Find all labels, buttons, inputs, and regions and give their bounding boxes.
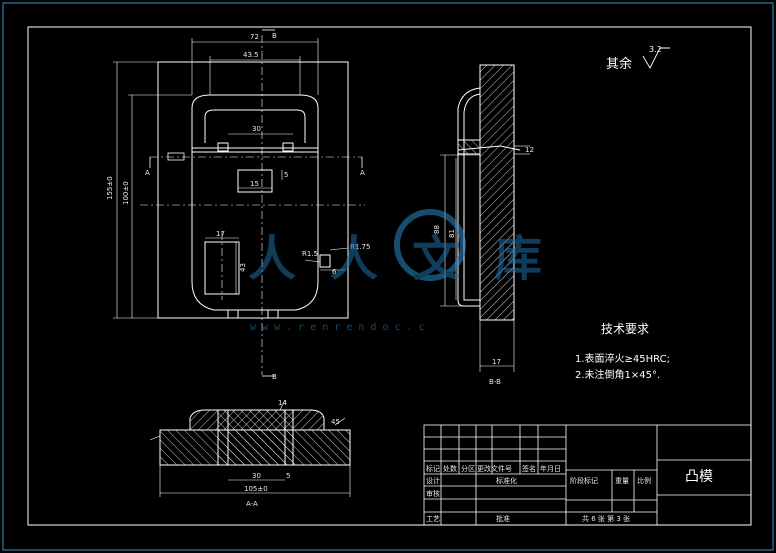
dim-88: 88 — [433, 225, 441, 234]
header-cell-change: 更改文件号 — [477, 464, 512, 473]
section-mark-a-right: A — [360, 169, 365, 177]
tech-req-item-2: 2.未注倒角1×45°. — [575, 368, 660, 381]
dim-72: 72 — [250, 33, 259, 41]
plate-outline — [157, 61, 349, 319]
label-weight: 重量 — [615, 477, 629, 485]
dim-5-front: 5 — [284, 171, 288, 179]
roughness-symbol — [642, 47, 670, 69]
header-cell-sign: 签名 — [522, 464, 536, 473]
front-dimensions — [113, 38, 349, 319]
watermark-ring — [394, 209, 466, 281]
dim-81: 81 — [448, 229, 456, 238]
dim-5-aa: 5 — [286, 472, 290, 480]
section-markers — [149, 29, 363, 377]
header-cell-count: 处数 — [443, 464, 457, 473]
slot-feature — [237, 169, 273, 193]
punch-outline — [191, 148, 319, 311]
dim-r1-75: R1.75 — [350, 243, 370, 251]
dim-45: 45 — [331, 418, 340, 426]
header-cell-marker: 标记 — [426, 464, 440, 473]
watermark-url: w w w . r e n r e n d o c . c — [250, 322, 425, 333]
dim-17-side: 17 — [492, 358, 501, 366]
part-name: 凸模 — [685, 469, 713, 485]
section-label-bb: B-B — [489, 378, 501, 386]
side-view — [440, 64, 530, 372]
dim-14: 14 — [278, 399, 287, 407]
dim-6: 6 — [332, 268, 337, 276]
front-centerlines — [140, 35, 365, 375]
dim-17-front: 17 — [216, 230, 225, 238]
tech-req-item-1: 1.表面淬火≥45HRC; — [575, 352, 670, 365]
roughness-label: 其余 — [606, 56, 632, 72]
dim-43-5: 43.5 — [243, 51, 259, 59]
label-scale: 比例 — [637, 476, 651, 485]
title-block — [423, 424, 752, 526]
pocket-feature — [204, 241, 240, 295]
label-approve: 批准 — [496, 514, 510, 523]
header-cell-date: 年月日 — [540, 464, 561, 473]
side-plate-hatched — [479, 64, 515, 321]
dim-12: 12 — [525, 146, 534, 154]
section-aa-view — [149, 399, 351, 497]
section-label-aa: A-A — [246, 500, 258, 508]
dim-30-front: 30 — [252, 125, 261, 133]
dim-100: 100±0 — [122, 181, 130, 205]
inner-frame — [27, 26, 752, 526]
row-standard: 标准化 — [496, 476, 517, 485]
label-stage: 阶段标记 — [570, 476, 598, 485]
row-design: 设计 — [426, 476, 440, 485]
section-mark-b-bottom: B — [272, 373, 277, 381]
header-cell-zone: 分区 — [461, 464, 475, 473]
punch-handle — [191, 94, 319, 148]
tech-req-title: 技术要求 — [601, 322, 649, 336]
section-mark-b-top: B — [272, 32, 277, 40]
dim-30-aa: 30 — [252, 472, 261, 480]
row-review: 审核 — [426, 489, 440, 498]
dim-43: 43 — [239, 263, 247, 272]
dim-15: 15 — [250, 180, 259, 188]
row-process: 工艺 — [426, 515, 440, 523]
watermark-glyphs: 人人文库 — [248, 231, 576, 287]
watermark: 人人文库 w w w . r e n r e n d o c . c — [248, 209, 576, 333]
dim-105: 105±0 — [244, 485, 268, 493]
front-view — [157, 61, 349, 319]
dim-155: 155±0 — [106, 176, 114, 200]
sheet-info: 共 6 张 第 3 张 — [582, 514, 630, 523]
dim-r1-5: R1.5 — [302, 250, 318, 258]
section-mark-a-left: A — [145, 169, 150, 177]
roughness-value: 3.2 — [649, 45, 662, 54]
